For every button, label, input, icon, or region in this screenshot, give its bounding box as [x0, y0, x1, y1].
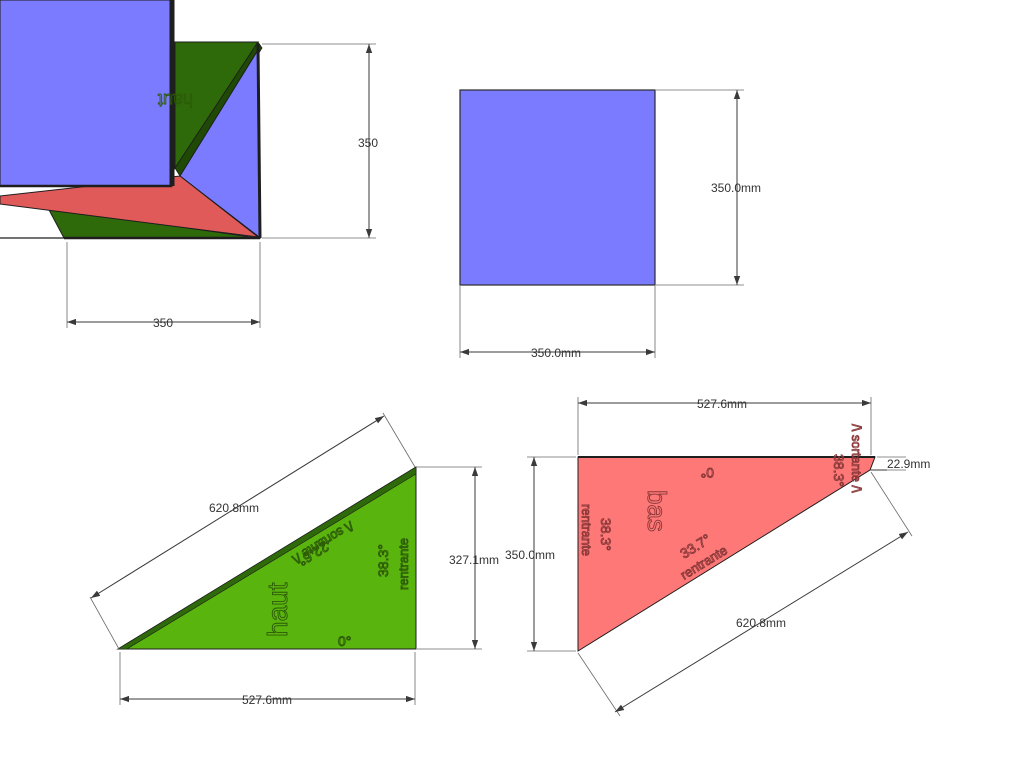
bas-dim-top: 527.6mm: [697, 397, 747, 411]
iso-dim-height: 350: [358, 136, 378, 150]
haut-dim-hypotenuse: 620.8mm: [209, 501, 259, 515]
haut-view: haut 22.6° /\ sortante /\ 38.3° rentrant…: [89, 412, 499, 707]
haut-angle-rentrante: 38.3°: [375, 544, 391, 577]
bas-dim-hypotenuse: 620.8mm: [736, 616, 786, 630]
square-dim-width: 350.0mm: [531, 346, 581, 360]
bas-dim-left: 350.0mm: [505, 548, 555, 562]
iso-engraving-icon: haut: [158, 90, 194, 111]
iso-blue-panel: [0, 0, 173, 187]
square-dim-height: 350.0mm: [711, 181, 761, 195]
iso-blue-edge: [256, 43, 262, 239]
bas-angle-top: 0°: [701, 465, 714, 481]
haut-rentrante: rentrante: [396, 538, 411, 590]
square-panel: [459, 89, 656, 286]
svg-text:haut: haut: [158, 90, 193, 110]
bas-angle-left: 38.3°: [598, 518, 614, 551]
iso-dim-width: 350: [153, 316, 173, 330]
haut-label: haut: [262, 582, 293, 637]
bas-label: bas: [642, 490, 672, 532]
bas-rentrante-left: rentrante: [579, 504, 594, 556]
bas-view: bas 0° 38.3° /\ sortante /\ 38.3° rentra…: [505, 397, 930, 717]
haut-angle-bottom: 0°: [338, 633, 351, 649]
bas-sortante: /\ sortante /\: [849, 424, 864, 493]
iso-green-edge: [174, 41, 263, 177]
square-view: 350.0mm 350.0mm: [459, 89, 761, 360]
bas-dim-tip: 22.9mm: [887, 457, 930, 471]
bas-angle-sortante: 38.3°: [831, 454, 847, 487]
haut-dim-width: 527.6mm: [242, 693, 292, 707]
haut-dim-height: 327.1mm: [449, 553, 499, 567]
iso-view: haut 350 350: [0, 0, 378, 330]
